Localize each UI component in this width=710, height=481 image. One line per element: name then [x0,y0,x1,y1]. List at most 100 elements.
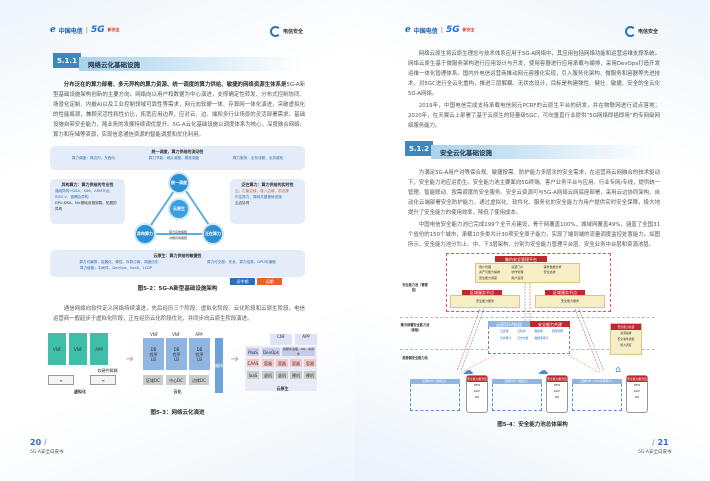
china-telecom-logo: ℯ 中国电信 | 5G 新安全 [50,25,120,35]
platform-items: 用户管理 [479,265,492,269]
vm: 虚机 [262,371,274,379]
container: 容器 [304,359,316,367]
diagram-element: 云资源云防护数据库终端管理 日志审计日志分析数据库审计 [500,329,568,340]
page-number: / 21 [652,438,669,447]
cloud-cols: APP [195,332,203,337]
decouple: 软硬件解耦 [97,367,118,373]
figure-5-2: 统一调度，算力供给的流动性 算力调度：算边内、东西向算力节能：碳片调度、精准调度… [50,146,305,281]
brand: 中国电信 [413,27,438,35]
diagram-element: 安全能力共建 资源编排安全事件通报能力调度 [610,323,642,355]
p1-bold: 分布泛在的算力部署、多元异构的算力资源、统一调度的算力供给、敏捷的网络资源生体系… [63,82,287,88]
top-items: 算力节能：碳片调度、精准调度 [148,156,200,160]
brand: 中国电信 [58,27,83,35]
chain-items: IPS [474,395,480,399]
paragraph-intro: 分布泛在的算力部署、多元异构的算力资源、统一调度的算力供给、敏捷的网络资源生体系… [53,80,305,140]
prog: 程序 [172,351,181,357]
virt-label: 虚拟化 [74,388,86,394]
db: DB [150,346,157,352]
paragraph-cloud-native: 网络云原生将云原生理念与技术体系应用于5G-A网络中，其应用包括网络功能和运营运… [408,49,660,131]
fiveg-sub: 新安全 [462,27,475,32]
triangle-arrows [143,180,217,235]
chain-items: NFW [553,383,561,387]
virt: VNF [48,333,66,365]
circle-ubiquitous: 泛在算力 [202,223,224,245]
pops: 云网POP（5GC专网用户） [572,379,622,384]
section-num: 5.1.2 [405,141,433,156]
hub-items: 日志分析 [517,336,529,340]
region-items: 安全能力服务 [535,295,605,308]
chain: 安全能力服务链 [547,376,567,382]
platform-items: 安全能力调度 [479,275,498,280]
left-title: 异构算力：算力供给的专业性 [61,182,114,187]
chain-items: NFW [633,383,641,387]
section-title: 安全云化基础设施 [431,144,657,159]
server-icon: ≡ [90,375,116,385]
pops: 云网POP（边缘云） [410,379,460,384]
hub-items: 数据库审计 [534,336,549,340]
cn-top: APP [295,334,317,345]
share-items: 安全事件通报 [617,337,635,341]
telecom-emblem-icon: ℯ [50,25,56,35]
arrow-right-icon: ➔ [125,353,135,365]
left-items: DPU-DSA、Nic基础设施卸载、拓展的异构 [55,201,117,211]
left-page: ℯ 中国电信 | 5G 新安全 电信安全 5.1.1 网络云化基础设施 分布泛在… [0,0,355,481]
container: 容器 [276,359,288,367]
circle-unified: 统一调度 [168,172,190,194]
page-number: 20 / [30,438,47,447]
prog: 程序 [195,351,204,357]
chain: 安全能力服务链 [627,376,647,382]
chain-items: IPS [634,395,640,399]
top-items: 算力调度：算边内、东西向 [71,156,115,160]
building-icon: ⌂ [615,364,621,375]
region: 区域服务节点 [545,290,585,295]
p4: 中国电信安全能力池已完成199个全节点建设，骨干网覆盖100%，城域网覆盖49%… [408,222,660,248]
links: 算力高效保障 [168,230,187,234]
vm: 虚机 [276,371,288,379]
platform-items: 运营门户 [511,265,524,269]
chain-items: IPS [554,395,560,399]
page-num: 20 [30,438,42,447]
share-items: 能力调度 [620,343,632,347]
layers: 资源侧安全能力池 [402,355,428,360]
chain-items: WAF [553,389,561,393]
dcs: 中心DC [166,375,186,385]
cloud-cols: VNF [149,332,159,337]
layers: 集中部署安全能力池（省级） [400,323,430,332]
telecom-emblem-icon: ℯ [405,25,411,35]
partner: 电信安全 [283,29,304,35]
layers: 安全能力池（管理层） [402,283,428,292]
server-icon: ≡ [48,375,74,385]
cloud-icon: ☁ [537,363,549,377]
container: 容器 [262,359,274,367]
iaas: IaaS [247,371,259,379]
panel-ubiquitous: 泛在算力：算力供给的实时性 云、汇聚边缘、接入边缘、前边缘内生算力、算网共建基础… [230,179,305,224]
share-items: 资源编排 [620,331,632,335]
diagram-element [446,253,611,312]
prog: 程序 [149,351,158,357]
bm: 裸机 [304,371,316,379]
section-num: 5.1.1 [53,53,81,68]
legend-near-term: 近中期 [230,278,255,285]
figure-5-4: 集约安全管理平台 用户管理运营门户事件数据分析 资产与能力编排协作管理安全态势 … [400,253,660,413]
devops: DevOps [262,348,280,356]
footer-title: 5G-A安全白皮书 [30,450,64,455]
p1-rest: 5G-A新型基础设施架构创新的主要方向。网络向以用户和数据为中心演进，支撑确定性… [53,82,305,138]
hub-side: 安全能力共建 [530,321,570,327]
orch: 编排 [215,338,223,393]
lb: LB [151,356,156,362]
legend-long-term: 远期 [257,278,282,285]
platform-items: 安全态势 [543,270,556,275]
chain-items: WAF [473,389,481,393]
partner: 电信安全 [638,29,659,35]
arrow-right-icon: ➔ [230,353,240,365]
region: 区域服务节点 [462,290,502,295]
dcs: 区域DC [143,375,163,385]
db: DB [173,346,180,352]
paragraph-evolution: 通信网络向软件定义网络持续演进，先后经历三个阶段：虚拟化阶段、云化阶段和云原生阶… [53,304,305,324]
bm: 裸机 [290,371,302,379]
left-items: 通用异构+DSA、X86、ARM平台、RISC-V、紧耦合异构 [55,189,114,199]
